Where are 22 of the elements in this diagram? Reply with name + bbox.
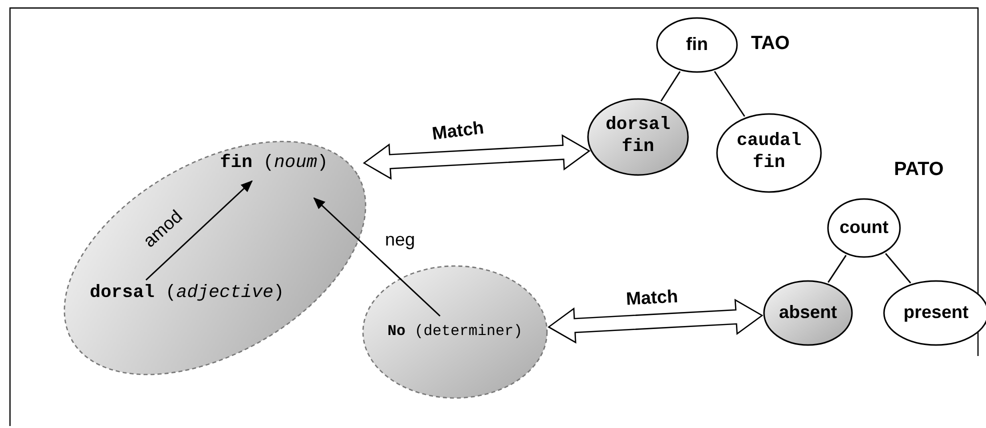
- node-label: fin: [686, 34, 708, 56]
- edge-label: neg: [384, 230, 416, 250]
- word-label: fin (noum): [220, 153, 328, 175]
- tree-line: [885, 253, 912, 284]
- node-label: No (determiner): [387, 323, 523, 341]
- tree-line: [714, 70, 746, 117]
- node-label: count: [840, 217, 888, 239]
- arrow: [313, 197, 440, 317]
- tree-line: [828, 254, 847, 283]
- edge-label: Match: [625, 286, 679, 310]
- double-block-arrow: [362, 134, 590, 180]
- node-label: present: [903, 302, 969, 324]
- node-label: caudal fin: [736, 131, 802, 175]
- ontology-label: TAO: [751, 33, 790, 55]
- node-label: absent: [778, 302, 838, 324]
- double-block-arrow: [548, 298, 764, 344]
- node-label: dorsal fin: [604, 115, 672, 159]
- tree-line: [660, 71, 681, 102]
- edge-label: Match: [430, 117, 486, 145]
- word-label: dorsal (adjective): [90, 283, 284, 305]
- ontology-label: PATO: [894, 159, 944, 181]
- arrow: [146, 180, 253, 281]
